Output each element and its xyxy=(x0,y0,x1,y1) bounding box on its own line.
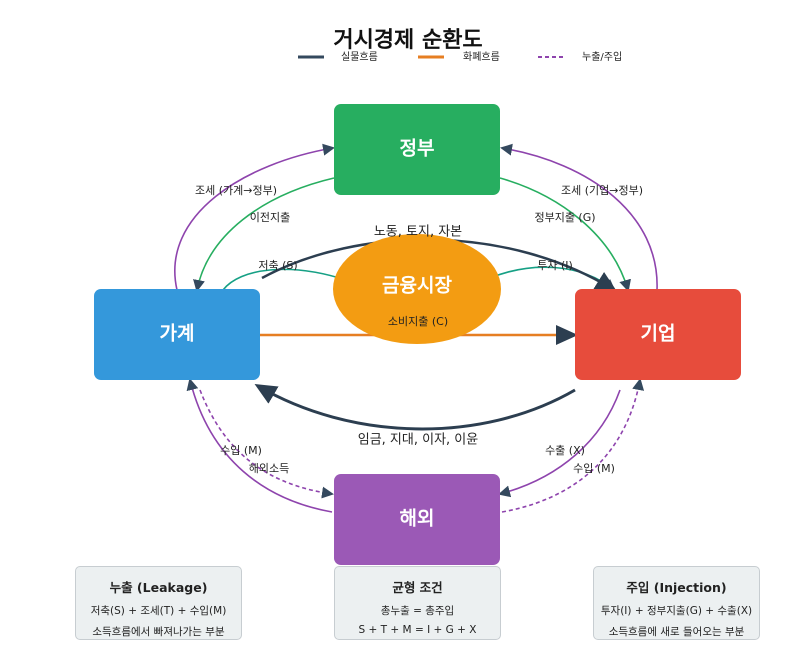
import-firm-label: 수입 (M) xyxy=(573,462,615,475)
foreign-income-arrow xyxy=(186,378,333,513)
consumption-label: 소비지출 (C) xyxy=(388,315,448,328)
injection-info-box: 주입 (Injection) 투자(I) + 정부지출(G) + 수출(X) 소… xyxy=(593,566,760,640)
foreign-node[interactable]: 해외 xyxy=(334,474,500,565)
investment-label: 투자 (I) xyxy=(537,259,573,272)
leakage-description: 소득흐름에서 빠져나가는 부분 xyxy=(92,626,225,638)
wages-arrow xyxy=(254,383,576,431)
gov-spending-arrow xyxy=(499,177,631,292)
balance-equation: 총누출 = 총주입 xyxy=(380,605,455,617)
leakage-info-box: 누출 (Leakage) 저축(S) + 조세(T) + 수입(M) 소득흐름에… xyxy=(75,566,242,640)
legend: 실물흐름 화폐흐름 누출/주입 xyxy=(298,50,622,63)
tax-firm-arrow xyxy=(500,143,658,291)
household-label: 가계 xyxy=(160,323,195,345)
diagram-title: 거시경제 순환도 xyxy=(333,28,482,53)
leakage-title: 누출 (Leakage) xyxy=(109,580,208,595)
import-household-label: 수입 (M) xyxy=(220,444,262,457)
financial-market-label: 금융시장 xyxy=(382,275,452,297)
financial-market-node[interactable]: 금융시장 xyxy=(333,234,501,344)
balance-title: 균형 조건 xyxy=(392,580,443,595)
injection-title: 주입 (Injection) xyxy=(626,580,727,595)
firm-node[interactable]: 기업 xyxy=(575,289,741,380)
balance-formula: S + T + M = I + G + X xyxy=(358,624,477,636)
legend-label-real-flow: 실물흐름 xyxy=(341,51,378,63)
foreign-income-label: 해외소득 xyxy=(249,461,289,475)
government-label: 정부 xyxy=(400,138,435,160)
import-household-arrow xyxy=(199,389,334,499)
foreign-label: 해외 xyxy=(400,508,435,530)
export-arrow xyxy=(498,389,621,498)
government-node[interactable]: 정부 xyxy=(334,104,500,195)
import-firm-arrow xyxy=(501,378,645,513)
leakage-formula: 저축(S) + 조세(T) + 수입(M) xyxy=(90,605,227,617)
injection-description: 소득흐름에 새로 들어오는 부분 xyxy=(608,626,745,638)
firm-label: 기업 xyxy=(641,323,676,345)
gov-spending-label: 정부지출 (G) xyxy=(534,211,595,224)
injection-formula: 투자(I) + 정부지출(G) + 수출(X) xyxy=(600,605,753,617)
saving-label: 저축 (S) xyxy=(258,259,297,272)
tax-firm-label: 조세 (기업→정부) xyxy=(561,184,643,197)
balance-info-box: 균형 조건 총누출 = 총주입 S + T + M = I + G + X xyxy=(334,566,501,640)
export-label: 수출 (X) xyxy=(545,444,585,457)
tax-household-arrow xyxy=(174,143,335,291)
transfer-arrow xyxy=(193,177,335,292)
saving-arrow xyxy=(222,268,348,291)
labor-label: 노동, 토지, 자본 xyxy=(374,225,462,240)
legend-label-leakage-injection: 누출/주입 xyxy=(582,50,622,63)
legend-label-money-flow: 화폐흐름 xyxy=(463,51,500,63)
wages-label: 임금, 지대, 이자, 이윤 xyxy=(358,433,479,448)
transfer-label: 이전지출 xyxy=(250,211,290,224)
household-node[interactable]: 가계 xyxy=(94,289,260,380)
tax-household-label: 조세 (가계→정부) xyxy=(195,184,277,197)
